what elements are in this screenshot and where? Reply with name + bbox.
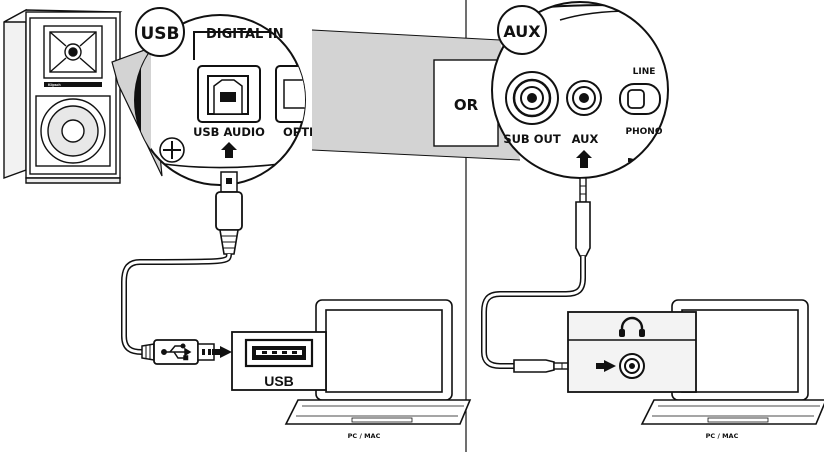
speaker-brand-label: Klipsch (48, 83, 61, 87)
laptop-right (640, 299, 824, 425)
headphone-jack-callout (567, 311, 697, 393)
aux-cable (481, 177, 591, 373)
aux-port-arrow-icon (576, 150, 592, 168)
usb-cable (121, 171, 243, 365)
usb-trident-icon (161, 343, 192, 361)
usb-insert-arrow-icon (212, 346, 232, 358)
sub-out-label: SUB OUT (503, 132, 561, 146)
laptop-left (284, 299, 472, 425)
aux-magnifier (491, 1, 669, 179)
usb-port-arrow-icon (221, 142, 237, 158)
phono-label: PHONO (626, 127, 663, 137)
speaker (3, 8, 123, 184)
aux-insert-arrow-icon (596, 360, 616, 372)
ground-screw-icon (159, 137, 185, 163)
usb-badge (135, 7, 185, 57)
aux-badge-label: AUX (503, 22, 541, 41)
line-label: LINE (633, 67, 656, 77)
or-box (433, 59, 499, 147)
pc-mac-left-label: PC / MAC (348, 432, 381, 440)
aux-badge (497, 5, 547, 55)
usb-audio-label: USB AUDIO (193, 125, 265, 139)
usb-badge-label: USB (140, 24, 179, 44)
or-label: OR (454, 96, 479, 114)
aux-port-label: AUX (572, 132, 599, 146)
headphones-icon (619, 316, 645, 337)
pc-mac-right-label: PC / MAC (706, 432, 739, 440)
usb-port-label: USB (264, 373, 294, 389)
usb-port-callout (231, 331, 327, 391)
digital-in-label: DIGITAL IN (206, 27, 284, 42)
